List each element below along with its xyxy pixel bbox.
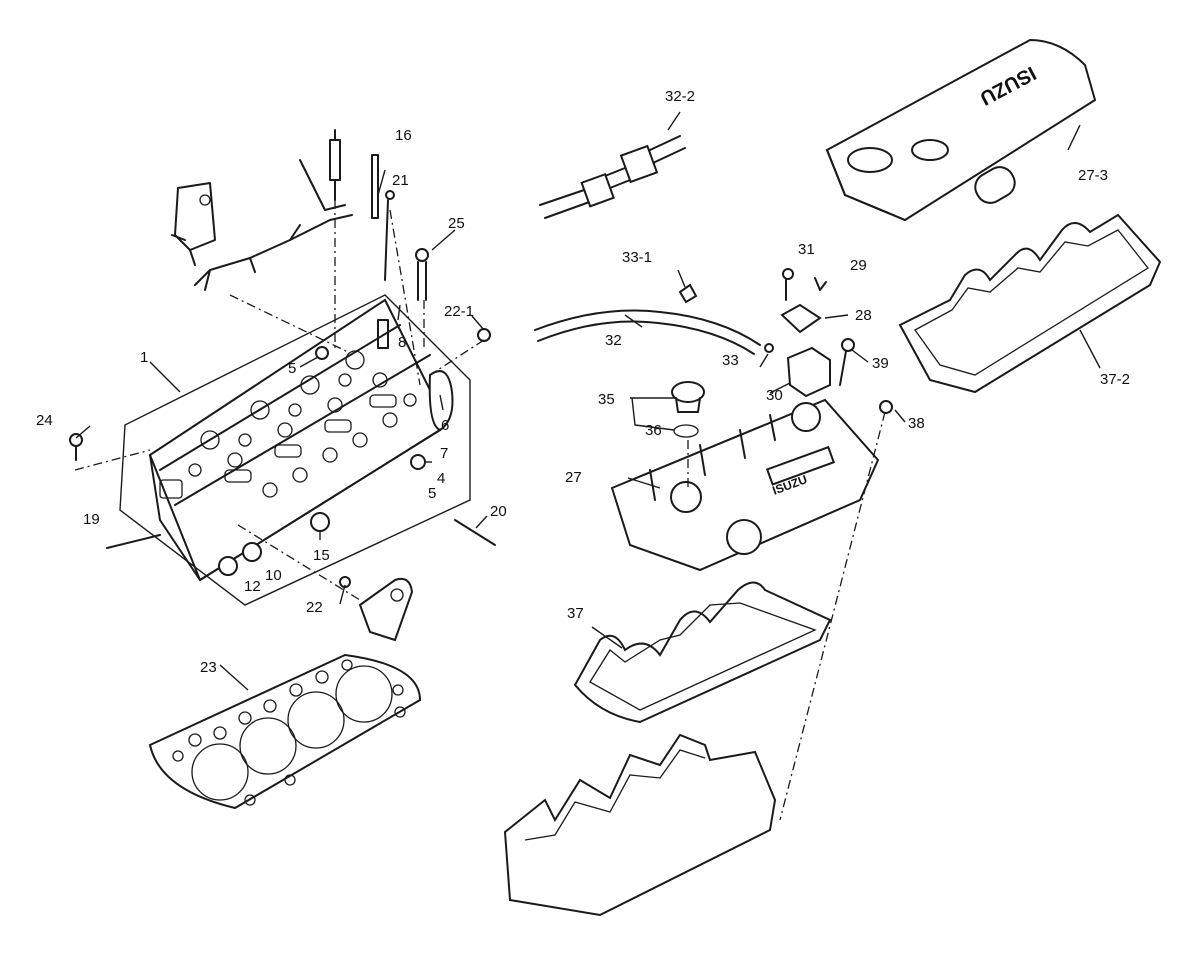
pcv-valve [764,268,893,414]
lower-housing [503,733,777,917]
label-39: 39 [872,355,889,372]
lifting-hanger [358,577,414,642]
label-21: 21 [392,172,409,189]
part-labels: 1 4 5 5 6 7 8 10 12 15 16 19 20 21 22 22… [36,88,1130,676]
label-29: 29 [850,257,867,274]
label-15: 15 [313,547,330,564]
injector-assembly [171,129,353,291]
label-33: 33 [722,352,739,369]
head-gasket [148,653,422,810]
breather-hose [534,309,761,355]
label-27: 27 [565,469,582,486]
label-25: 25 [448,215,465,232]
label-5a: 5 [288,360,296,377]
label-5b: 5 [428,485,436,502]
label-35: 35 [598,391,615,408]
label-19: 19 [83,511,100,528]
oil-filler-cap [671,381,705,413]
label-12: 12 [244,578,261,595]
label-32-2: 32-2 [665,88,695,105]
label-24: 24 [36,412,53,429]
label-32: 32 [605,332,622,349]
valve-cover-gasket [573,581,832,724]
rocker-cover: ISUZU [825,38,1097,222]
leader-lines [75,111,1101,691]
rocker-cover-gasket [898,213,1162,394]
label-28: 28 [855,307,872,324]
hose-clip [678,283,698,304]
label-6: 6 [441,417,449,434]
label-4: 4 [437,470,445,487]
label-31: 31 [798,241,815,258]
label-37-2: 37-2 [1100,371,1130,388]
label-20: 20 [490,503,507,520]
label-16: 16 [395,127,412,144]
label-22-1: 22-1 [444,303,474,320]
label-23: 23 [200,659,217,676]
label-22: 22 [306,599,323,616]
label-36: 36 [645,422,662,439]
label-7: 7 [440,445,448,462]
label-30: 30 [766,387,783,404]
label-38: 38 [908,415,925,432]
valve-cover [610,398,880,572]
label-33-1: 33-1 [622,249,652,266]
o-ring [673,424,699,438]
label-27-3: 27-3 [1078,167,1108,184]
label-37: 37 [567,605,584,622]
label-8: 8 [398,334,406,351]
label-10: 10 [265,567,282,584]
breather-pipe [539,135,686,219]
label-1: 1 [140,349,148,366]
cylinder-head [119,294,471,606]
